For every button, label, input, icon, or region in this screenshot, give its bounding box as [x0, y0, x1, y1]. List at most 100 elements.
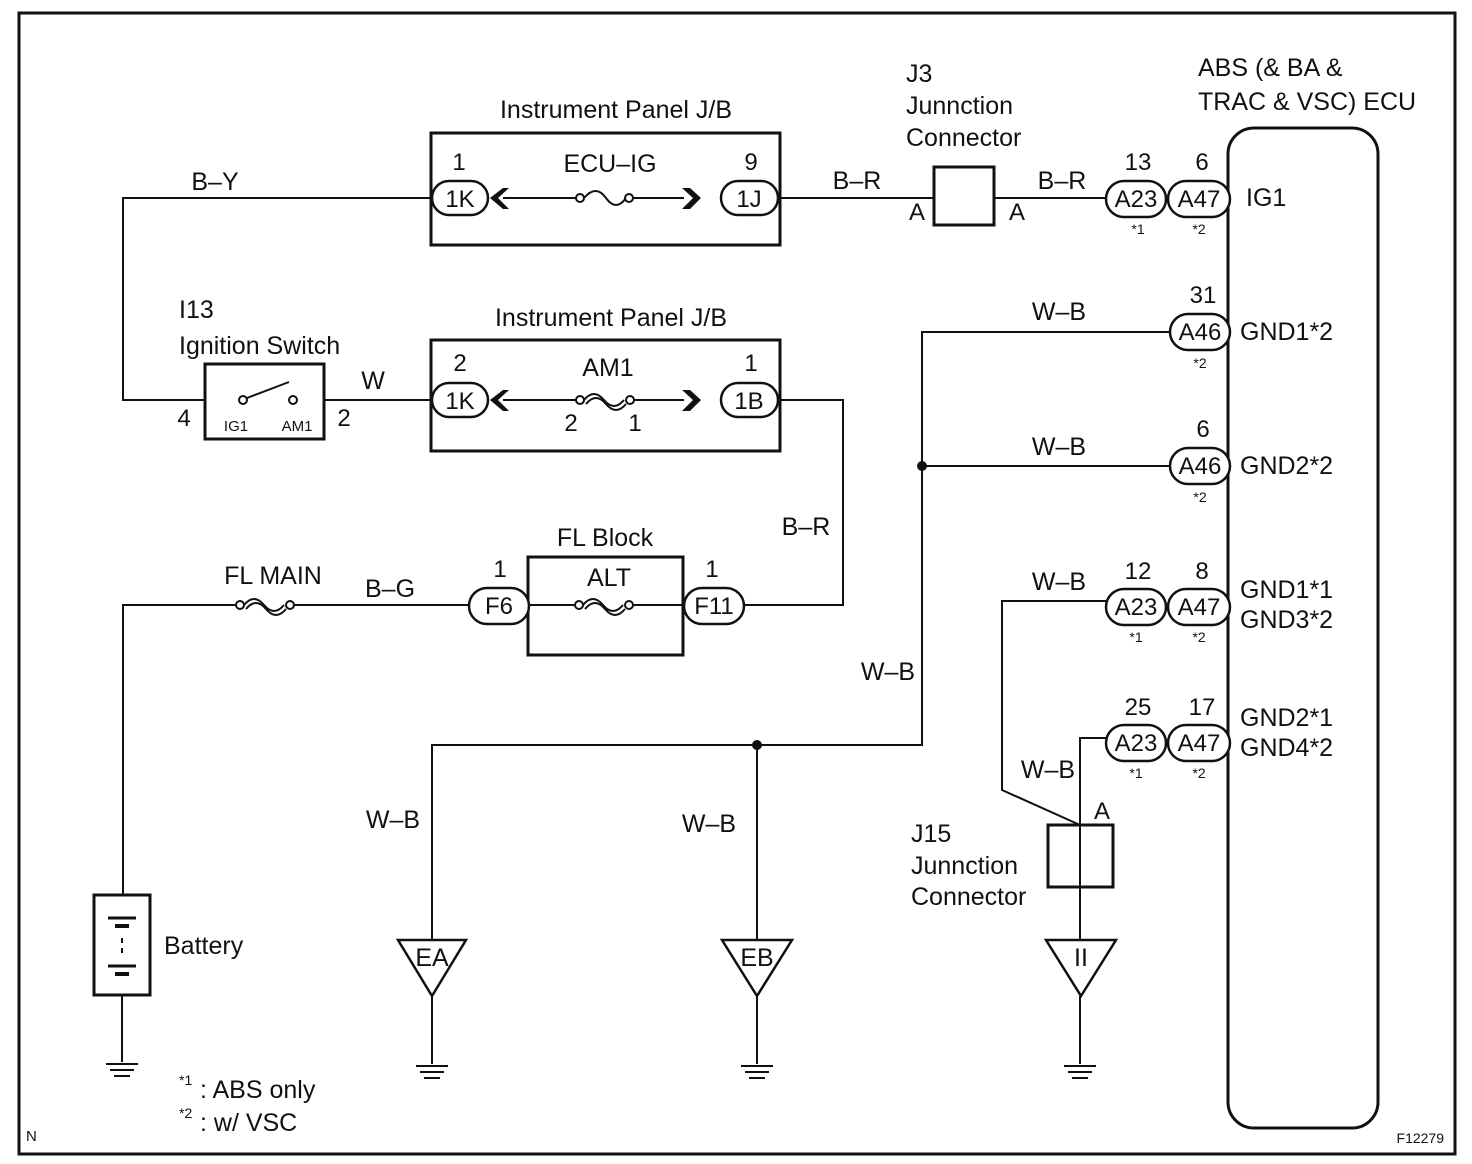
ecu-title1: ABS (& BA &: [1198, 54, 1343, 82]
wire-label-br-1: B–R: [833, 167, 882, 195]
fl-block-pin-right: 1: [705, 556, 718, 583]
jb-mid-fuse-pin-right: 1: [628, 410, 641, 437]
abs-ecu: ABS (& BA & TRAC & VSC) ECU: [1198, 54, 1416, 1130]
jb-mid-title: Instrument Panel J/B: [495, 304, 727, 332]
jb-mid-conn-left: 1K: [445, 388, 474, 415]
ignition-switch: I13 Ignition Switch IG1 AM1 4 2: [177, 296, 351, 441]
ground-point-ii: II: [1043, 938, 1119, 1079]
j3-connector: J3 Junnction Connector A A: [906, 60, 1025, 227]
note-mark: *2: [1192, 765, 1205, 781]
ecu-title2: TRAC & VSC) ECU: [1198, 88, 1416, 116]
connector-code: A23: [1115, 594, 1158, 621]
signal-name: GND2*2: [1240, 452, 1333, 480]
ecu-row-gnd2-vsc: 6 A46 *2 GND2*2: [1168, 416, 1333, 505]
jb-top-pin-right: 9: [744, 149, 757, 176]
legend-text-2: : w/ VSC: [200, 1109, 297, 1137]
connector-arrow-icon: [682, 188, 701, 209]
ig-switch-pin-left: 4: [177, 405, 190, 432]
connector-code: A23: [1115, 730, 1158, 757]
wire-wb-main: [431, 331, 1170, 940]
ecu-row-ig1: 13 A23 *1 6 A47 *2 IG1: [1104, 149, 1286, 237]
signal-name: GND1*2: [1240, 318, 1333, 346]
corner-label-left: N: [26, 1128, 37, 1145]
legend-mark-1: *1: [179, 1072, 192, 1088]
jb-mid-fuse-label: AM1: [582, 354, 633, 382]
jb-top-title: Instrument Panel J/B: [500, 96, 732, 124]
jb-mid: Instrument Panel J/B 2 1K AM1 2 1 1 1B: [429, 304, 782, 453]
ig-switch-name: Ignition Switch: [179, 332, 340, 360]
jb-mid-pin-right: 1: [744, 350, 757, 377]
fuse-icon: [583, 190, 627, 206]
signal-name-2: GND3*2: [1240, 606, 1333, 634]
ig-switch-term-right: AM1: [282, 418, 313, 435]
fl-block-fuse-label: ALT: [587, 564, 631, 592]
fl-block: FL Block ALT 1 F6 1 F11: [467, 524, 746, 657]
signal-name: GND2*1: [1240, 704, 1333, 732]
signal-name: GND1*1: [1240, 576, 1333, 604]
ground-label: EA: [415, 944, 449, 972]
j3-pin-right: A: [1009, 199, 1025, 226]
ground-point-ea: EA: [395, 938, 469, 1079]
ground-label: II: [1074, 944, 1088, 972]
connector-code: A23: [1115, 186, 1158, 213]
figure-code: F12279: [1397, 1130, 1445, 1146]
signal-name-2: GND4*2: [1240, 734, 1333, 762]
wire-battery: [122, 604, 236, 895]
note-mark: *2: [1192, 221, 1205, 237]
jb-top-pin-left: 1: [452, 149, 465, 176]
note-mark: *1: [1129, 629, 1142, 645]
pin-number: 31: [1190, 282, 1217, 309]
legend: *1 : ABS only *2 : w/ VSC: [179, 1072, 316, 1137]
j3-pin-left: A: [909, 199, 925, 226]
battery-label: Battery: [164, 932, 244, 960]
ig-switch-id: I13: [179, 296, 214, 324]
note-mark: *2: [1193, 489, 1206, 505]
pin-number: 17: [1189, 694, 1216, 721]
wire-br-3: [744, 399, 844, 606]
diagram-frame: [17, 11, 1457, 1156]
connector-code: A47: [1178, 186, 1221, 213]
jb-mid-pin-left: 2: [453, 350, 466, 377]
j15-pin: A: [1094, 798, 1110, 825]
connector-code: A47: [1178, 594, 1221, 621]
j3-name2: Connector: [906, 124, 1021, 152]
signal-name: IG1: [1246, 184, 1286, 212]
ig-switch-pin-right: 2: [337, 405, 350, 432]
wire-wb-gnd3: [1001, 600, 1106, 826]
j15-name2: Connector: [911, 883, 1026, 911]
jb-mid-fuse-pin-left: 2: [564, 410, 577, 437]
fl-block-conn-left: F6: [485, 593, 513, 620]
ecu-row-gnd1-vsc: 31 A46 *2 GND1*2: [1168, 282, 1333, 371]
j3-id: J3: [906, 60, 932, 88]
connector-arrow-icon: [490, 188, 509, 209]
connector-code: A46: [1179, 453, 1222, 480]
note-mark: *1: [1131, 221, 1144, 237]
legend-mark-2: *2: [179, 1105, 192, 1121]
wire-label-wb-gnd2: W–B: [1032, 433, 1086, 461]
fl-block-title: FL Block: [557, 524, 654, 552]
switch-contact-icon: [246, 381, 290, 399]
wire-label-w: W: [361, 367, 385, 395]
wire-label-by: B–Y: [191, 168, 239, 196]
j15-id: J15: [911, 820, 951, 848]
ground-point-eb: EB: [719, 938, 795, 1079]
wire-label-br-3: B–R: [782, 513, 831, 541]
pin-number: 25: [1125, 694, 1152, 721]
wire-label-wb-vert: W–B: [861, 658, 915, 686]
j15-name1: Junnction: [911, 852, 1018, 880]
wire-label-br-2: B–R: [1038, 167, 1087, 195]
fl-block-pin-left: 1: [493, 556, 506, 583]
wire-label-wb-j15: W–B: [1021, 756, 1075, 784]
connector-arrow-icon: [490, 390, 509, 411]
fl-block-conn-right: F11: [694, 593, 734, 620]
legend-text-1: : ABS only: [200, 1076, 316, 1104]
connector-code: A47: [1178, 730, 1221, 757]
wire-label-wb-ea: W–B: [366, 806, 420, 834]
note-mark: *2: [1193, 355, 1206, 371]
jb-top: Instrument Panel J/B 1 1K ECU–IG 9 1J: [429, 96, 782, 247]
note-mark: *2: [1192, 629, 1205, 645]
fusible-link-icon: [582, 598, 624, 612]
fl-main-fuse: FL MAIN: [224, 562, 322, 616]
ig-switch-term-left: IG1: [224, 418, 248, 435]
